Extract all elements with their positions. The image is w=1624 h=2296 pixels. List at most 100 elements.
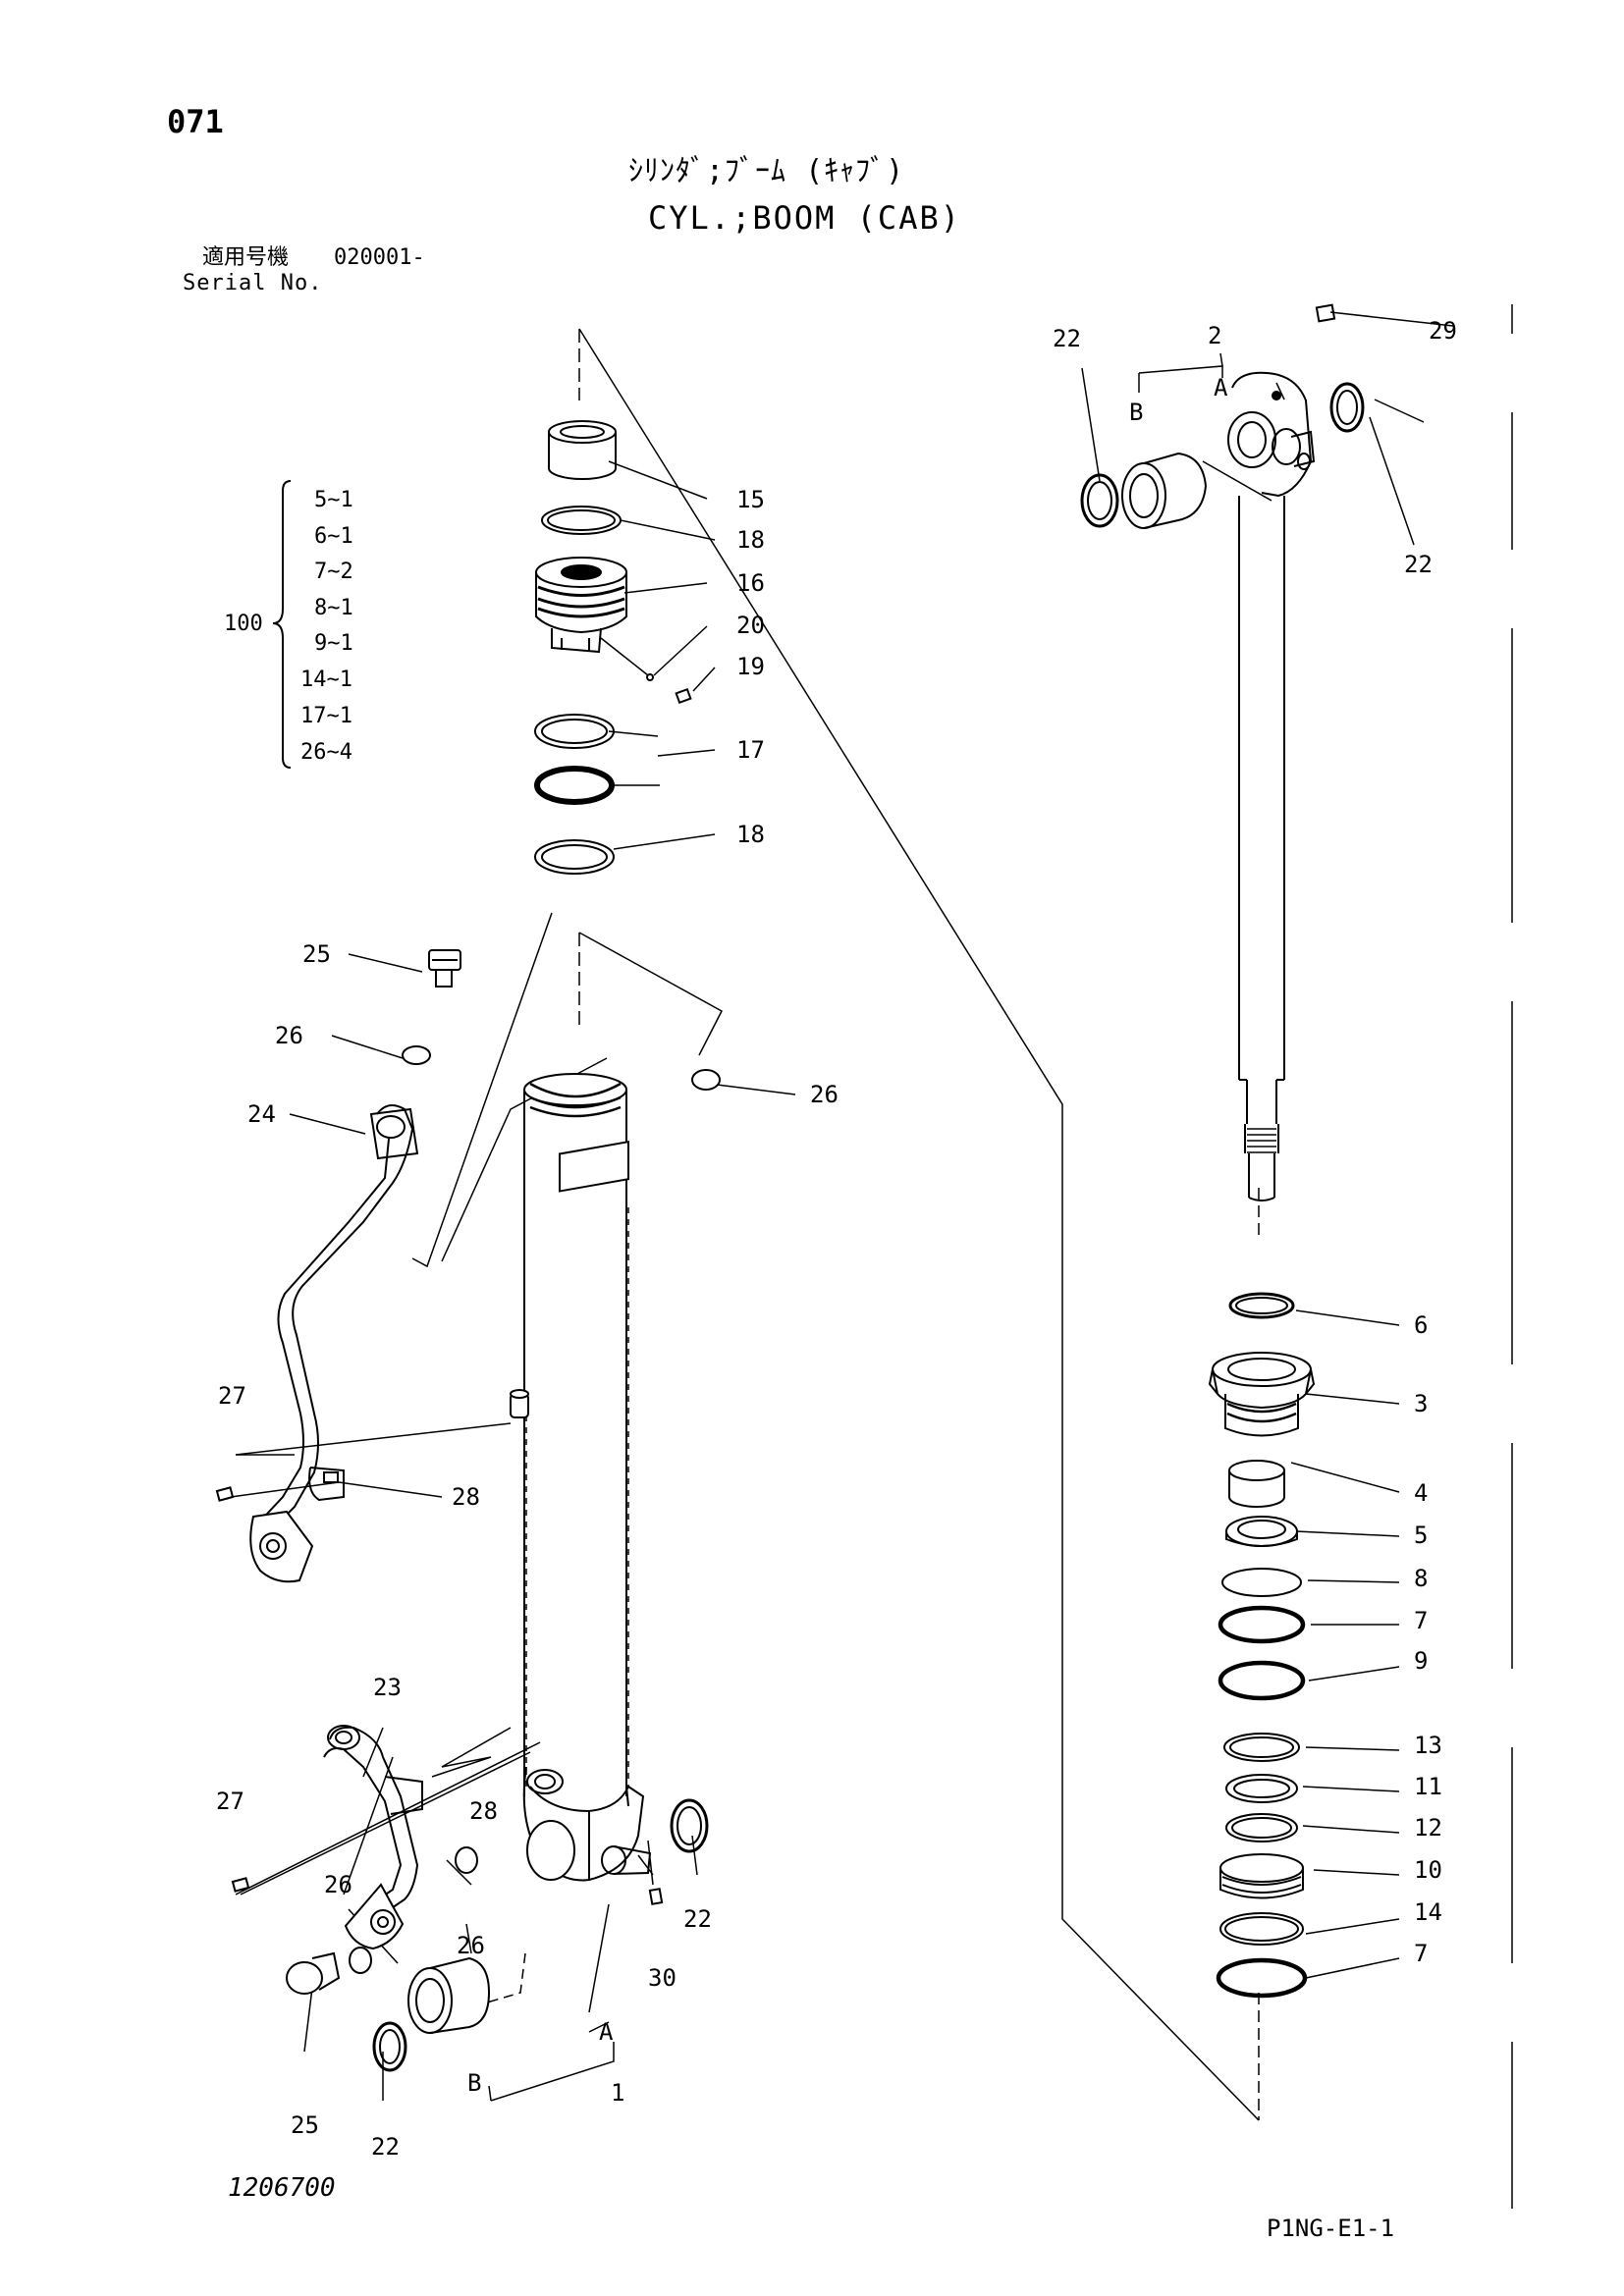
- callout-A-lower: A: [599, 2018, 614, 2046]
- kit-item-4: 9~1: [314, 631, 353, 656]
- callout-30: 30: [648, 1964, 677, 1992]
- part-17-ring-b: [534, 766, 615, 805]
- callout-25-upper: 25: [302, 940, 331, 968]
- cylinder-bottom-eye: [522, 1766, 652, 1882]
- part-7-oring-a: [1218, 1605, 1306, 1644]
- part-26-oring-c: [455, 1846, 478, 1874]
- title-japanese: ｼﾘﾝﾀﾞ;ﾌﾞｰﾑ (ｷｬﾌﾞ): [628, 154, 905, 188]
- callouts: 15 18 16 20 19 17 18 25 26 24 26 27 28 2…: [216, 317, 1457, 2161]
- bushing-lower-B: [407, 1956, 491, 2034]
- callout-26-d: 26: [457, 1932, 485, 1959]
- part-18-ring-lower: [534, 839, 615, 875]
- callout-4: 4: [1414, 1479, 1428, 1507]
- sheet-code: P1NG-E1-1: [1267, 2215, 1395, 2242]
- callout-B-upper: B: [1129, 399, 1143, 426]
- part-18-ring: [541, 506, 622, 535]
- part-26-oring-a: [402, 1045, 431, 1065]
- part-17-ring-a: [534, 714, 615, 749]
- part-30-grease-fitting: [648, 1888, 664, 1905]
- part-19-setscrew: [675, 687, 692, 705]
- kit-item-6: 17~1: [300, 704, 352, 728]
- kit-item-2: 7~2: [314, 560, 353, 584]
- serial-label-japanese: 適用号機: [202, 245, 290, 270]
- callout-18-upper: 18: [736, 526, 765, 554]
- part-14-ring: [1219, 1912, 1304, 1946]
- part-2-piston-rod: [1227, 371, 1316, 1201]
- callout-22-lower-left: 22: [371, 2133, 400, 2161]
- part-27-bolt-lower: [231, 1877, 250, 1893]
- callout-29: 29: [1429, 317, 1457, 345]
- part-24-pipe: [254, 1104, 419, 1537]
- title-english: CYL.;BOOM (CAB): [648, 199, 961, 237]
- part-9-ring: [1218, 1660, 1306, 1701]
- part-1-cylinder-tube: [510, 1073, 629, 1796]
- callout-16: 16: [736, 569, 765, 597]
- kit-item-1: 6~1: [314, 524, 353, 549]
- callout-24: 24: [247, 1100, 276, 1128]
- callout-17: 17: [736, 736, 765, 764]
- callout-22-upper-right: 22: [1404, 551, 1433, 578]
- part-6-ring: [1228, 1292, 1295, 1319]
- part-22-ring-lower-left: [372, 2021, 407, 2072]
- callout-22-upper-left: 22: [1053, 325, 1081, 352]
- callout-28-upper: 28: [452, 1483, 480, 1511]
- part-5-seal: [1225, 1516, 1298, 1547]
- callout-12: 12: [1414, 1814, 1442, 1842]
- leader-lines: [230, 311, 1454, 2101]
- kit-item-5: 14~1: [300, 667, 352, 692]
- callout-25-lower: 25: [291, 2111, 319, 2139]
- assembly-brackets: [488, 352, 1223, 2102]
- drawing-number: 1206700: [228, 2173, 336, 2203]
- callout-15: 15: [736, 486, 765, 513]
- callout-13: 13: [1414, 1732, 1442, 1759]
- part-16-piston: [535, 557, 627, 654]
- part-20-ball: [646, 673, 654, 681]
- callout-22-lower-right: 22: [683, 1905, 712, 1933]
- callout-26-c: 26: [324, 1871, 352, 1898]
- part-7-oring-b: [1216, 1957, 1308, 1999]
- part-12-ring: [1225, 1813, 1298, 1842]
- part-26-oring-b: [691, 1069, 721, 1091]
- page-number: 071: [167, 103, 224, 140]
- callout-14: 14: [1414, 1898, 1442, 1926]
- callout-5: 5: [1414, 1522, 1428, 1549]
- part-29-grease-fitting: [1315, 303, 1336, 323]
- part-28-clamp-upper: [308, 1467, 345, 1502]
- part-13-ring: [1223, 1733, 1300, 1762]
- part-3-rod-cover: [1208, 1352, 1316, 1437]
- elbow-fitting-lower: [344, 1883, 405, 1950]
- callout-6: 6: [1414, 1311, 1428, 1339]
- part-8-ring: [1221, 1568, 1302, 1597]
- bushing-upper-B: [1121, 452, 1208, 529]
- serial-value: 020001-: [334, 245, 425, 270]
- callout-10: 10: [1414, 1856, 1442, 1884]
- part-11-ring: [1225, 1774, 1298, 1803]
- kit-list: 100 5~1 6~1 7~2 8~1 9~1 14~1 17~1 26~4: [224, 488, 353, 765]
- callout-2: 2: [1208, 322, 1221, 349]
- part-15-bushing: [548, 420, 617, 480]
- part-10-nut: [1219, 1853, 1304, 1899]
- callout-8: 8: [1414, 1565, 1428, 1592]
- callout-19: 19: [736, 653, 765, 680]
- callout-23: 23: [373, 1674, 402, 1701]
- part-27-bolt-upper: [215, 1486, 235, 1502]
- callout-B-lower: B: [467, 2069, 481, 2097]
- serial-label-english: Serial No.: [183, 271, 323, 295]
- kit-brace: [272, 480, 292, 769]
- callout-27-lower: 27: [216, 1788, 244, 1815]
- elbow-fitting-upper: [249, 1510, 314, 1583]
- part-22-ring-lower-right: [670, 1798, 709, 1853]
- kit-item-3: 8~1: [314, 596, 353, 620]
- callout-28-lower: 28: [469, 1797, 498, 1825]
- part-25-plug-upper: [428, 949, 461, 988]
- callout-20: 20: [736, 612, 765, 639]
- part-26-oring-d: [349, 1947, 372, 1974]
- callout-9: 9: [1414, 1647, 1428, 1675]
- kit-item-7: 26~4: [300, 740, 352, 765]
- part-23-pipe: [323, 1725, 423, 1915]
- callout-7-a: 7: [1414, 1607, 1428, 1634]
- callout-27-upper: 27: [218, 1382, 246, 1410]
- callout-18-lower: 18: [736, 821, 765, 848]
- kit-item-0: 5~1: [314, 488, 353, 512]
